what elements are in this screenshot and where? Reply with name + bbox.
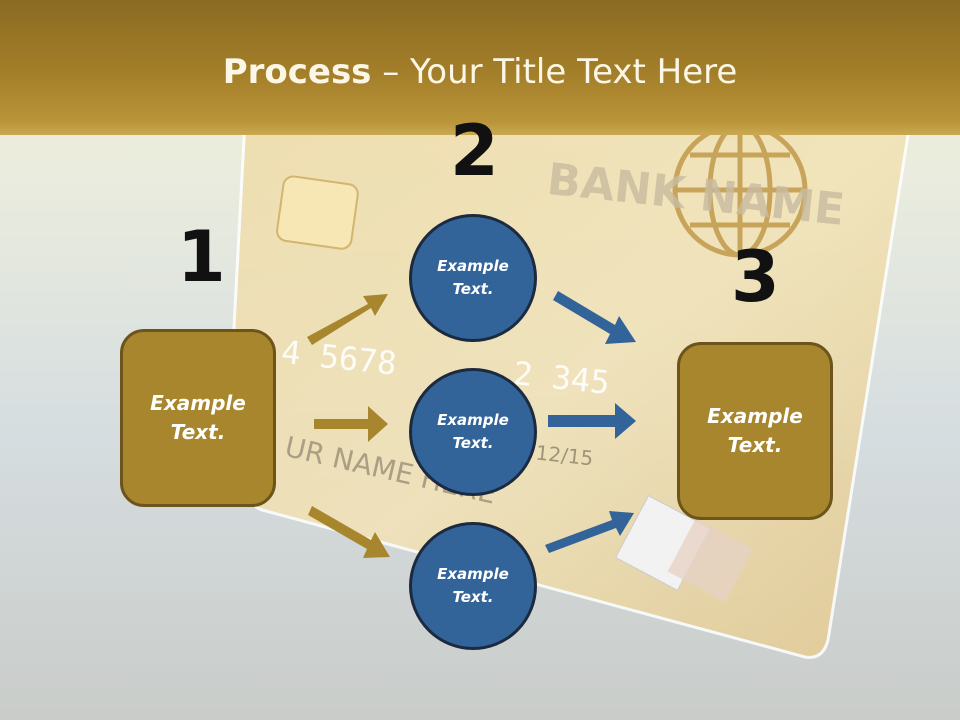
arrow-left-bottom [308, 506, 390, 558]
arrow-left-middle [314, 406, 388, 442]
step-number-1: 1 [177, 216, 226, 298]
process-box-right: Example Text. [677, 342, 833, 520]
process-box-left: Example Text. [120, 329, 276, 507]
process-circle-top: Example Text. [409, 214, 537, 342]
process-circle-middle: Example Text. [409, 368, 537, 496]
card-expiry: 12/15 [535, 440, 595, 470]
step-number-3: 3 [731, 236, 780, 318]
arrow-right-bottom [545, 511, 634, 553]
card-logo-square-2 [667, 518, 754, 602]
title-bold: Process [222, 52, 372, 92]
title-bar [0, 0, 960, 135]
globe-icon [672, 122, 808, 258]
arrow-right-top [553, 291, 636, 344]
step-number-2: 2 [450, 110, 499, 192]
slide-title: Process – Your Title Text Here [0, 52, 960, 92]
process-circle-bottom: Example Text. [409, 522, 537, 650]
arrow-left-top [307, 294, 388, 345]
title-rest: – Your Title Text Here [371, 52, 738, 92]
arrow-right-middle [548, 403, 636, 439]
chip-icon [276, 175, 359, 250]
